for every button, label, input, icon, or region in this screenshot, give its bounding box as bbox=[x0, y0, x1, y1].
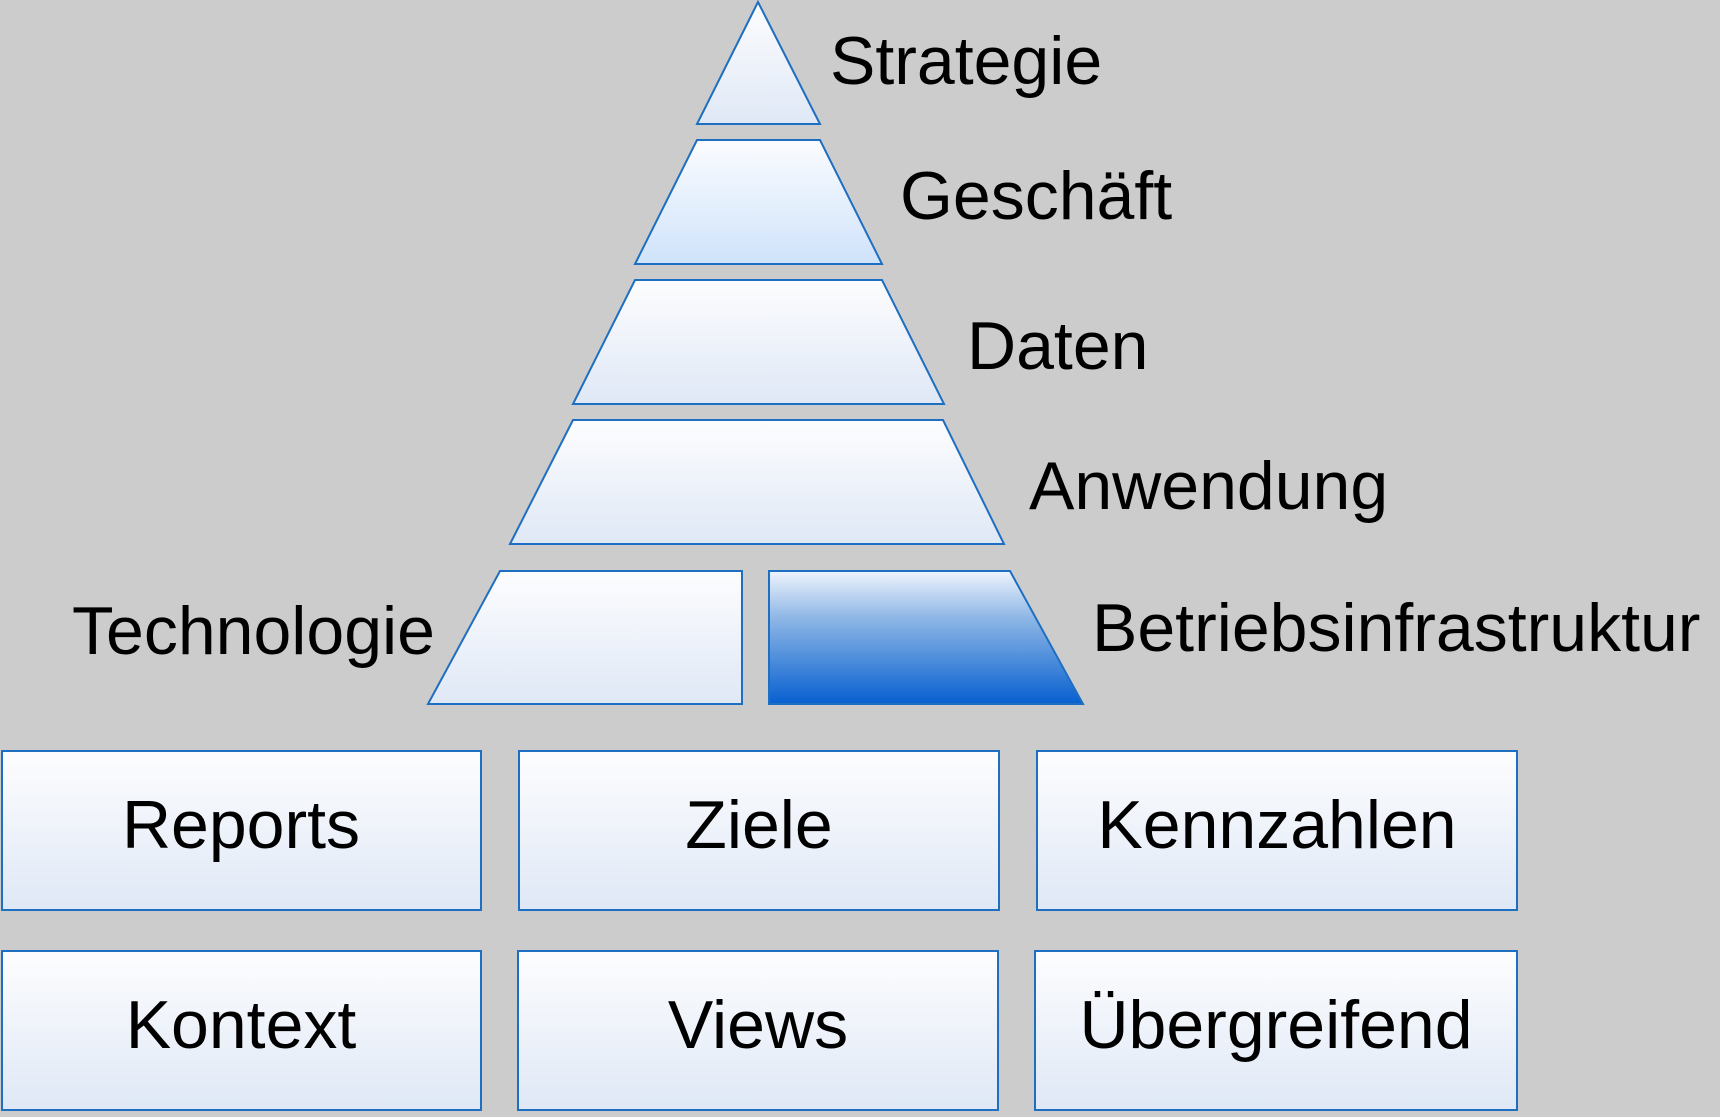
label-geschaeft: Geschäft bbox=[900, 158, 1172, 234]
pyramid-layer-daten bbox=[571, 279, 946, 405]
box-label-ziele: Ziele bbox=[685, 787, 832, 863]
pyramid-layer-geschaeft bbox=[633, 139, 884, 265]
box-views bbox=[517, 950, 999, 1111]
box-label-kennzahlen: Kennzahlen bbox=[1097, 787, 1456, 863]
box-kontext bbox=[1, 950, 482, 1111]
label-strategie: Strategie bbox=[830, 23, 1102, 99]
pyramid-layer-anwendung bbox=[508, 419, 1006, 545]
box-ziele bbox=[518, 750, 1000, 911]
label-technologie: Technologie bbox=[72, 593, 435, 669]
label-anwendung: Anwendung bbox=[1029, 448, 1388, 524]
box-uebergreifend bbox=[1034, 950, 1518, 1111]
pyramid-layer-betriebsinfrastruktur bbox=[768, 570, 1085, 705]
box-label-kontext: Kontext bbox=[126, 987, 357, 1063]
label-daten: Daten bbox=[967, 308, 1148, 384]
pyramid-layer-technologie bbox=[426, 570, 743, 705]
box-label-uebergreifend: Übergreifend bbox=[1079, 987, 1472, 1063]
box-kennzahlen bbox=[1036, 750, 1518, 911]
box-label-views: Views bbox=[668, 987, 848, 1063]
label-betriebsinfrastruktur: Betriebsinfrastruktur bbox=[1092, 590, 1700, 666]
box-label-reports: Reports bbox=[122, 787, 360, 863]
box-reports bbox=[1, 750, 482, 911]
pyramid-layer-strategie bbox=[695, 0, 822, 125]
